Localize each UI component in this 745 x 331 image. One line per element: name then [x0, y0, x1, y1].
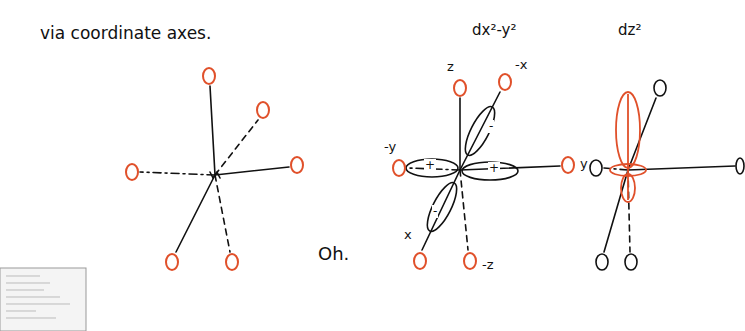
axis-label: z	[447, 60, 454, 74]
sign-label: -	[432, 205, 438, 218]
orbital-label: dx²-y²	[472, 22, 516, 39]
sign-label: -	[488, 120, 494, 133]
sign-label: +	[424, 159, 436, 172]
axis-label: y	[580, 157, 588, 171]
orbital-label: dz²	[618, 22, 641, 39]
sign-label: +	[488, 162, 500, 175]
thumbnail	[0, 268, 86, 331]
note-text: via coordinate axes.	[40, 24, 211, 43]
axis-label: -x	[515, 58, 527, 72]
axis-label: -y	[384, 140, 396, 154]
axis-label: -z	[482, 258, 494, 272]
axis-label: x	[404, 228, 412, 242]
point-group-label: Oh.	[318, 244, 349, 264]
